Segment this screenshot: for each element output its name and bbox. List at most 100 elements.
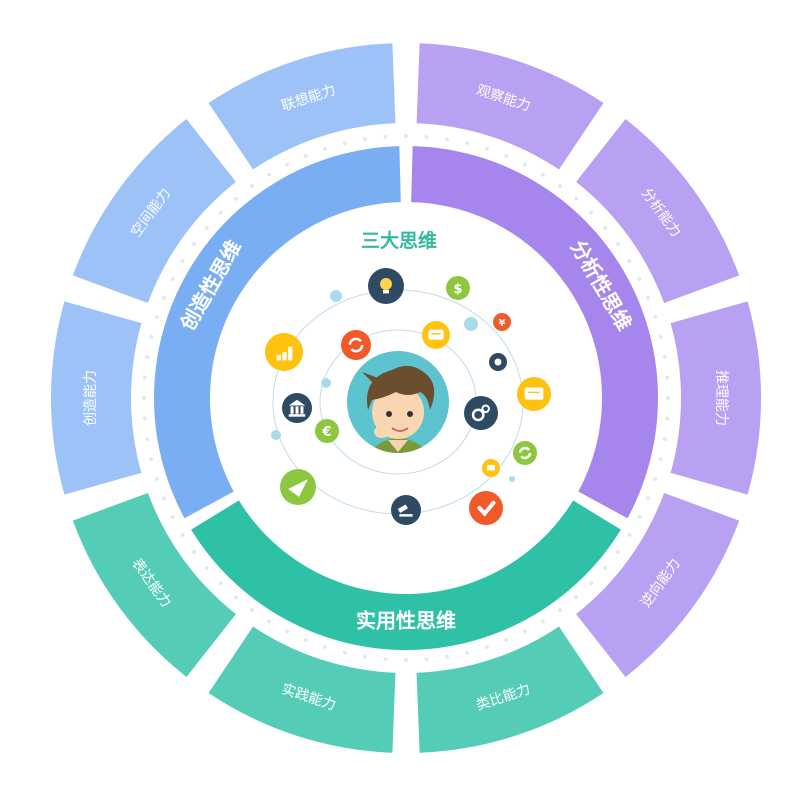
ring-dot (465, 650, 470, 655)
ring-dot (444, 137, 449, 142)
ring-dot (504, 638, 509, 643)
ring-dot (603, 566, 608, 571)
ring-dot (653, 315, 658, 320)
ring-dot (233, 196, 238, 201)
outer-segment: 观察能力 (416, 43, 604, 170)
outer-segment: 空间能力 (72, 119, 236, 304)
ring-dot (192, 549, 197, 554)
cookie-icon (489, 353, 507, 371)
gavel-icon (391, 495, 421, 525)
ring-dot (142, 416, 147, 421)
yen-icon: ¥ (493, 313, 511, 331)
refresh-icon (513, 441, 537, 465)
ring-dot (637, 514, 642, 519)
ring-dot (149, 457, 154, 462)
ring-dot (250, 607, 255, 612)
svg-text:€: € (321, 425, 331, 440)
svg-text:$: $ (453, 282, 462, 297)
ring-dot (323, 146, 328, 151)
ring-dot (383, 657, 388, 662)
ring-dot (323, 645, 328, 650)
outer-segment-label: 创造能力 (83, 370, 99, 426)
outer-segment: 联想能力 (208, 43, 396, 170)
ring-dot (557, 184, 562, 189)
ring-dot (574, 196, 579, 201)
outer-segment: 类比能力 (416, 626, 604, 753)
ring-dot (363, 654, 368, 659)
ring-dot (540, 172, 545, 177)
ring-dot (603, 225, 608, 230)
outer-segment: 分析能力 (576, 119, 740, 304)
check-icon (469, 491, 503, 525)
monitor-icon (482, 459, 500, 477)
chat-icon (422, 321, 450, 349)
ring-dot (627, 532, 632, 537)
ring-dot (646, 496, 651, 501)
svg-text:¥: ¥ (499, 318, 506, 329)
ring-dot (342, 650, 347, 655)
ring-dot (540, 619, 545, 624)
ring-dot (170, 514, 175, 519)
ring-dot (342, 141, 347, 146)
diagram-title: 三大思维 (361, 229, 437, 252)
ring-dot (589, 210, 594, 215)
ring-dot (180, 259, 185, 264)
ring-dot (662, 355, 667, 360)
ring-dot (653, 476, 658, 481)
ring-dot (404, 134, 408, 138)
ring-dot (233, 595, 238, 600)
ring-dot (615, 549, 620, 554)
ring-dot (589, 581, 594, 586)
ring-dot (250, 184, 255, 189)
ring-dot (522, 629, 527, 634)
ring-dot (627, 259, 632, 264)
ring-dot (285, 629, 290, 634)
ring-dot (484, 645, 489, 650)
ring-dot (658, 457, 663, 462)
ring-dot (285, 162, 290, 167)
orbit-dot (509, 476, 515, 482)
ring-dot (192, 242, 197, 247)
message-icon (517, 377, 551, 411)
ring-dot (145, 355, 150, 360)
ring-dot (154, 476, 159, 481)
ring-dot (218, 581, 223, 586)
ring-dot (363, 137, 368, 142)
orbit-dot (464, 317, 478, 331)
paper-plane-icon (280, 469, 316, 505)
ring-dot (557, 607, 562, 612)
ring-dot (662, 436, 667, 441)
ring-dot (218, 210, 223, 215)
ring-dot (444, 654, 449, 659)
ring-dot (665, 375, 670, 380)
ring-dot (180, 532, 185, 537)
ring-dot (465, 141, 470, 146)
orbit-dot (271, 430, 281, 440)
icon-cluster: $ ¥ € (265, 268, 551, 525)
ring-dot (303, 638, 308, 643)
outer-segment: 推理能力 (670, 301, 762, 495)
ring-dot (142, 375, 147, 380)
ring-dot (170, 277, 175, 282)
ring-dot (204, 225, 209, 230)
ring-dot (424, 657, 429, 662)
ring-dot (522, 162, 527, 167)
outer-segment: 创造能力 (51, 301, 142, 495)
ring-dot (145, 436, 150, 441)
ring-dot (142, 396, 146, 400)
lightbulb-icon (368, 268, 404, 304)
orbit-dot (330, 290, 342, 302)
orbit-dot (321, 378, 331, 388)
ring-dot (161, 496, 166, 501)
euro-icon: € (315, 419, 339, 443)
ring-dot (424, 134, 429, 139)
dotted-ring (142, 134, 670, 662)
outer-segment-label: 推理能力 (713, 370, 729, 426)
ring-dot (383, 134, 388, 139)
cycle-icon (341, 330, 371, 360)
ring-dot (637, 277, 642, 282)
outer-segment: 逆向能力 (576, 492, 740, 677)
